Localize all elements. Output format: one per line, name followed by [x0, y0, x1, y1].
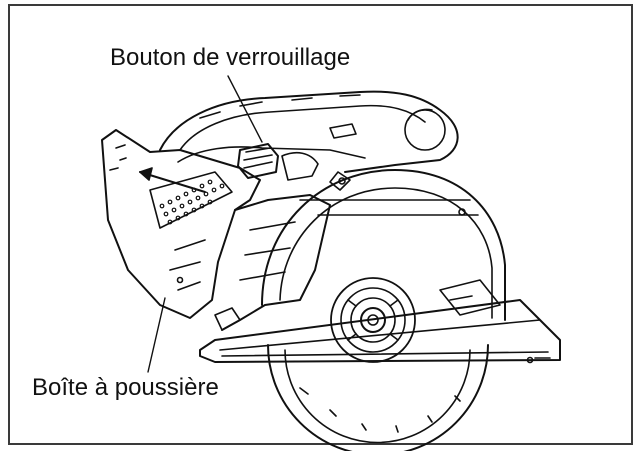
blade-guard — [261, 169, 506, 321]
dust-box-label: Boîte à poussière — [30, 374, 221, 401]
saw-blade — [267, 344, 489, 451]
removal-arrow — [139, 167, 206, 193]
base-plate — [199, 279, 561, 364]
hinge-frame — [214, 194, 331, 331]
dust-box-leader — [147, 297, 166, 373]
leader-lines — [147, 75, 263, 373]
saw-body — [159, 90, 459, 173]
diagram-frame — [8, 4, 633, 445]
lock-button-label: Bouton de verrouillage — [108, 44, 353, 71]
lock-button-drawing — [237, 143, 319, 181]
lock-button-leader — [227, 75, 263, 143]
dust-box-drawing — [101, 129, 261, 319]
blade-flange — [330, 277, 416, 363]
